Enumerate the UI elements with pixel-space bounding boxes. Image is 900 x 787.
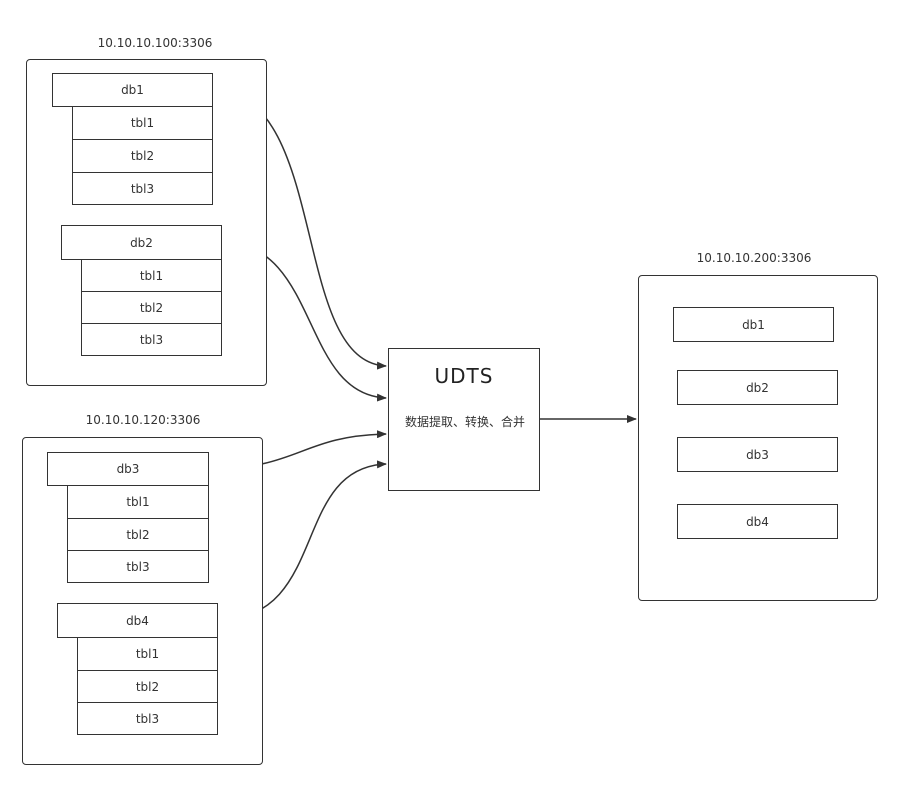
udts-subtitle: 数据提取、转换、合并 (404, 415, 525, 429)
udts-title: UDTS (434, 364, 494, 388)
table-node: tbl2 (67, 519, 209, 551)
database-node: db3 (47, 452, 209, 486)
table-node: tbl3 (67, 551, 209, 583)
table-node: tbl3 (77, 703, 218, 735)
table-node: tbl1 (67, 486, 209, 519)
server-address-label: 10.10.10.100:3306 (97, 36, 213, 50)
udts-process-box: UDTS 数据提取、转换、合并 (388, 348, 540, 491)
table-node: tbl1 (77, 638, 218, 671)
database-node: db4 (677, 504, 838, 539)
database-node: db1 (673, 307, 834, 342)
database-node: db1 (52, 73, 213, 107)
table-node: tbl2 (81, 292, 222, 324)
table-node: tbl3 (81, 324, 222, 356)
table-node: tbl2 (72, 140, 213, 173)
table-node: tbl1 (72, 107, 213, 140)
database-node: db3 (677, 437, 838, 472)
table-node: tbl1 (81, 260, 222, 292)
server-address-label: 10.10.10.200:3306 (696, 251, 812, 265)
server-address-label: 10.10.10.120:3306 (85, 413, 201, 427)
database-node: db2 (677, 370, 838, 405)
table-node: tbl3 (72, 173, 213, 205)
database-node: db2 (61, 225, 222, 260)
database-node: db4 (57, 603, 218, 638)
table-node: tbl2 (77, 671, 218, 703)
